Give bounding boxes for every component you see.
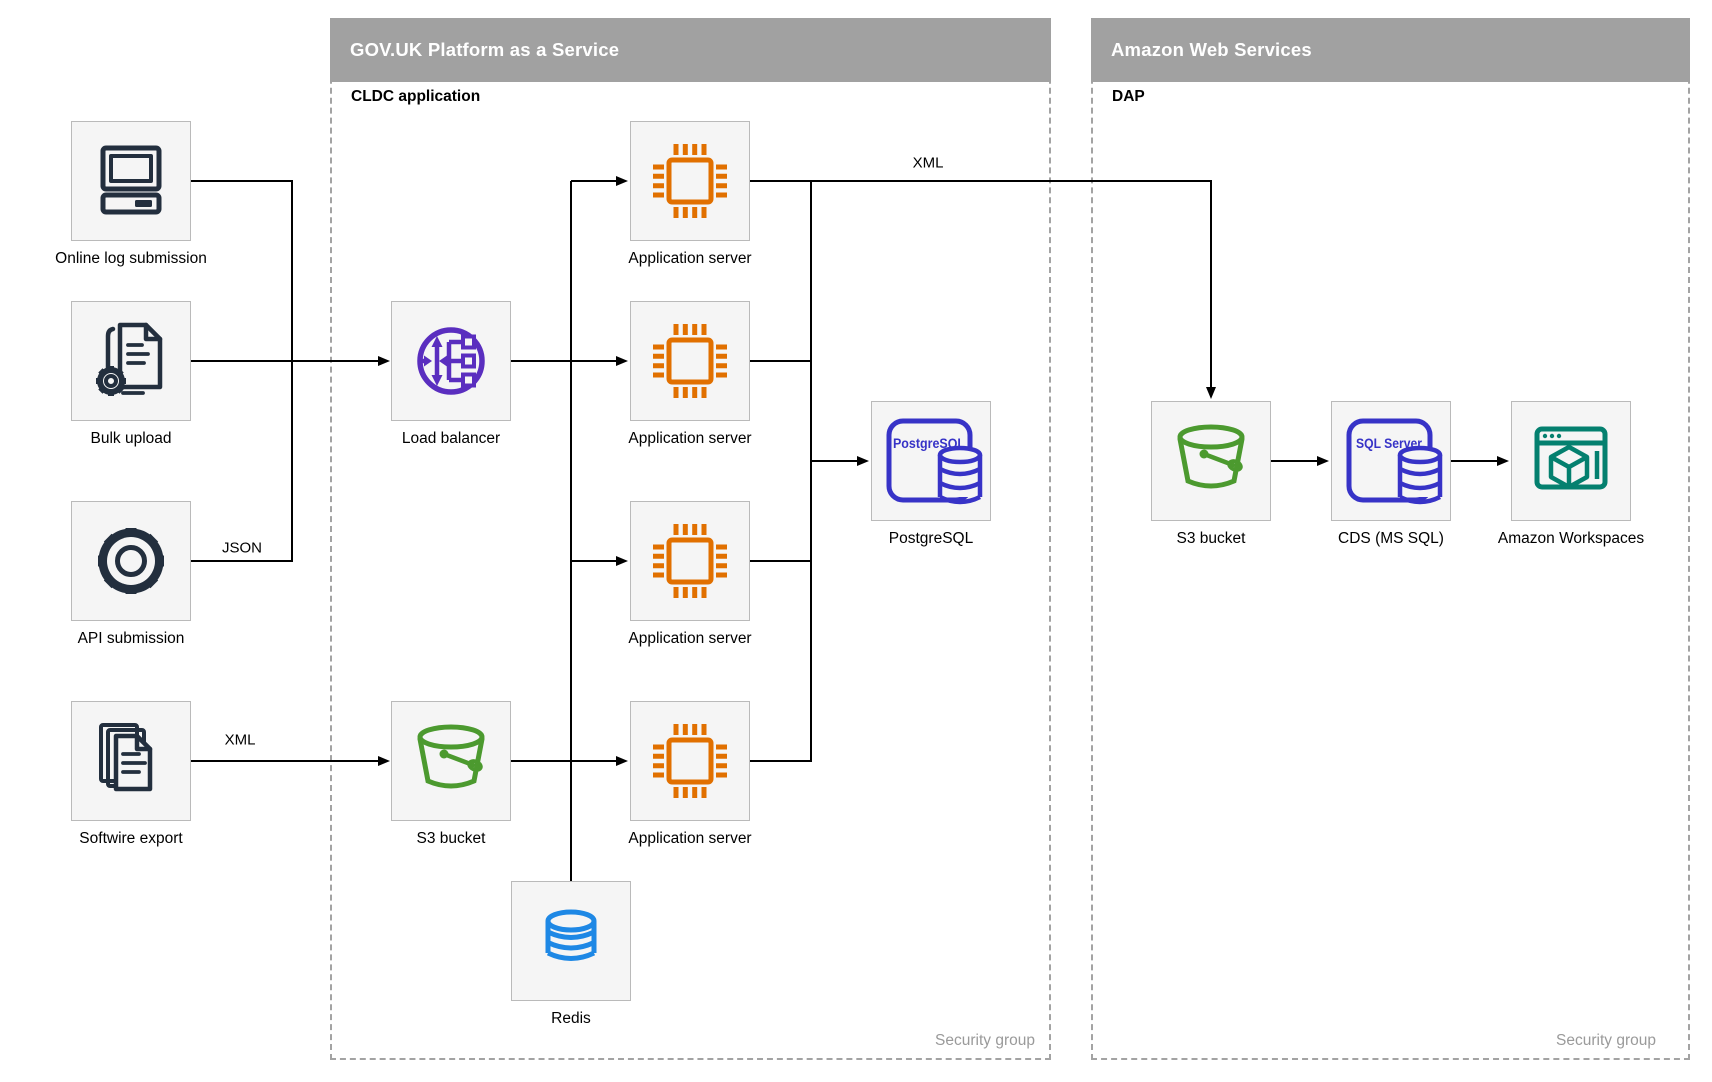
- node-label: S3 bucket: [416, 830, 486, 847]
- document-gear-icon: [95, 322, 162, 396]
- postgresql-database-icon: PostgreSQL: [886, 418, 982, 504]
- container-title: Amazon Web Services: [1111, 39, 1312, 60]
- node-redis: Redis: [511, 881, 631, 1027]
- node-label: S3 bucket: [1176, 530, 1246, 547]
- edge-label-json: JSON: [221, 539, 263, 557]
- node-bulk-upload: Bulk upload: [71, 301, 191, 447]
- documents-stack-icon: [98, 722, 152, 791]
- node-softwire-export: Softwire export: [71, 701, 191, 847]
- node-label: Load balancer: [401, 430, 501, 447]
- container-aws-titlebar: Amazon Web Services: [1091, 18, 1690, 82]
- computer-icon: [100, 145, 161, 214]
- node-label: Application server: [628, 630, 752, 647]
- node-application-server-1: Application server: [628, 121, 752, 267]
- node-label: Application server: [628, 430, 752, 447]
- node-label: CDS (MS SQL): [1338, 530, 1444, 547]
- container-govuk-paas: GOV.UK Platform as a Service CLDC applic…: [330, 18, 1051, 1060]
- redis-database-icon: [545, 909, 596, 961]
- container-govuk-paas-titlebar: GOV.UK Platform as a Service: [330, 18, 1051, 82]
- edge-label-xml-top: XML: [912, 154, 944, 172]
- cpu-chip-icon: [652, 323, 727, 398]
- container-aws: Amazon Web Services DAP Security group: [1091, 18, 1690, 1060]
- node-label: Softwire export: [79, 830, 183, 847]
- sql-server-badge-text: SQL Server: [1356, 436, 1423, 451]
- node-api-submission: API submission: [71, 501, 191, 647]
- security-group-label: Security group: [1556, 1032, 1656, 1049]
- node-label: Application server: [628, 830, 752, 847]
- node-application-server-4: Application server: [628, 701, 752, 847]
- edge-online-api-merge: [191, 180, 293, 562]
- node-application-server-3: Application server: [628, 501, 752, 647]
- load-balancer-icon: [416, 326, 485, 395]
- sql-server-database-icon: SQL Server: [1346, 418, 1442, 504]
- container-sublabel-dap: DAP: [1112, 88, 1145, 105]
- node-online-log-submission: Online log submission: [55, 121, 207, 267]
- node-label: Application server: [628, 250, 752, 267]
- node-s3-bucket-paas: S3 bucket: [391, 701, 511, 847]
- cpu-chip-icon: [652, 723, 727, 798]
- node-label: Bulk upload: [90, 430, 172, 447]
- node-load-balancer: Load balancer: [391, 301, 511, 447]
- edge-label-xml-softwire: XML: [224, 731, 256, 749]
- s3-bucket-icon: [417, 724, 484, 788]
- node-application-server-2: Application server: [628, 301, 752, 447]
- node-s3-bucket-aws: S3 bucket: [1151, 401, 1271, 547]
- node-label: PostgreSQL: [888, 530, 974, 547]
- gear-icon: [97, 527, 164, 594]
- node-amazon-workspaces: Amazon Workspaces: [1498, 401, 1644, 547]
- node-label: API submission: [77, 630, 185, 647]
- cpu-chip-icon: [652, 143, 727, 218]
- node-label: Online log submission: [55, 250, 207, 267]
- postgresql-badge-text: PostgreSQL: [893, 436, 965, 451]
- container-title: GOV.UK Platform as a Service: [350, 39, 620, 60]
- node-postgresql: PostgreSQL PostgreSQL: [871, 401, 991, 547]
- cpu-chip-icon: [652, 523, 727, 598]
- s3-bucket-icon: [1177, 424, 1244, 488]
- container-sublabel-cldc: CLDC application: [351, 88, 481, 105]
- workspaces-window-cube-icon: [1534, 426, 1607, 489]
- node-label: Redis: [551, 1010, 591, 1027]
- node-label: Amazon Workspaces: [1497, 530, 1645, 547]
- node-cds-mssql: SQL Server CDS (MS SQL): [1331, 401, 1451, 547]
- security-group-label: Security group: [935, 1032, 1035, 1049]
